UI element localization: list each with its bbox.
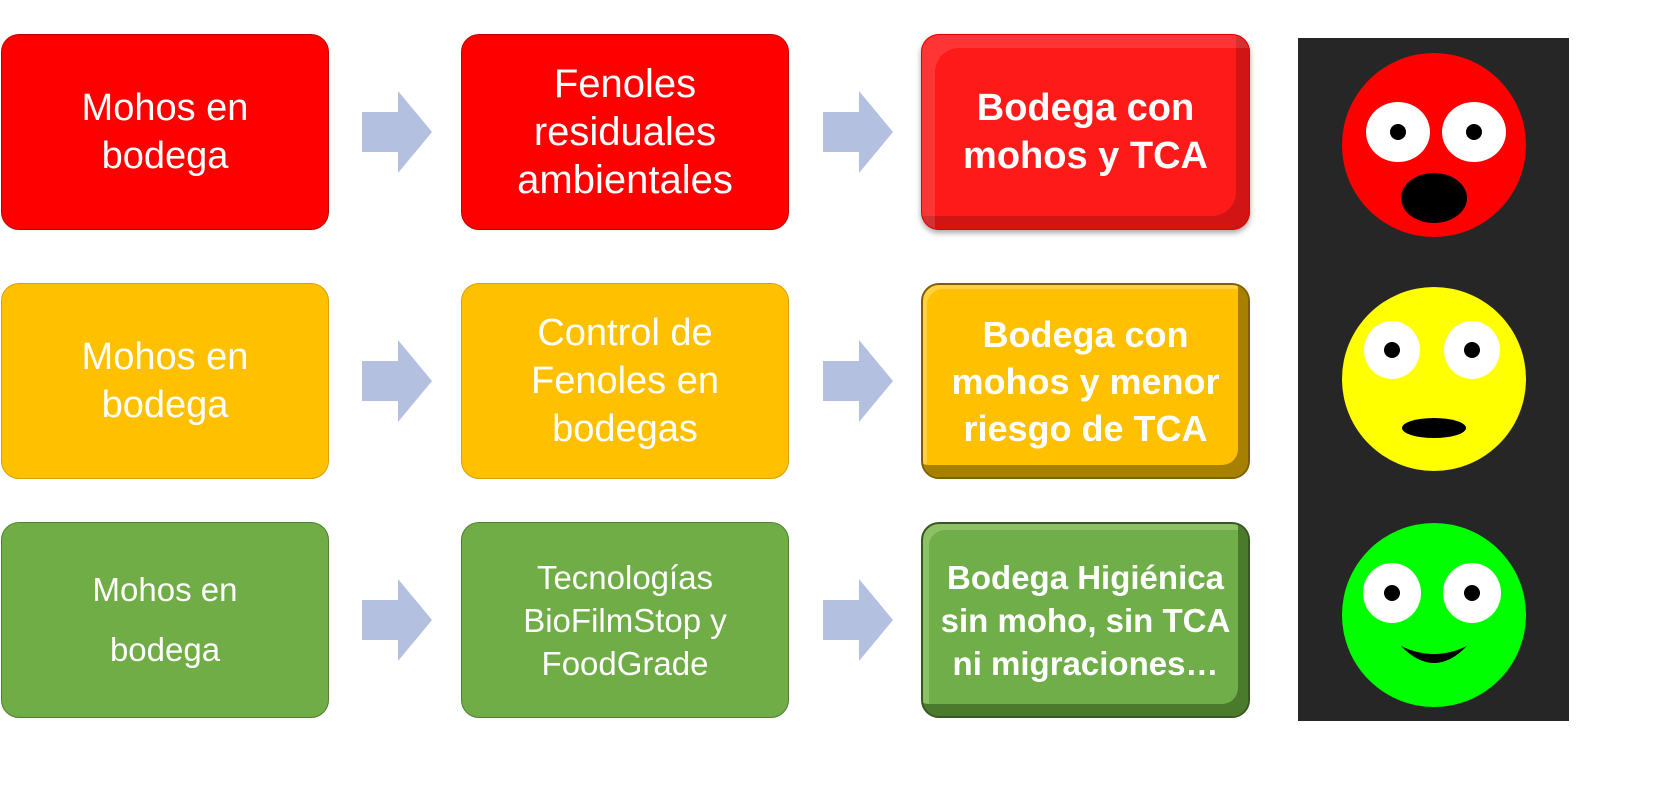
process-text: Tecnologías BioFilmStop y FoodGrade (523, 558, 727, 682)
outcome-box-yellow: Bodega con mohos y menor riesgo de TCA (921, 283, 1250, 479)
cause-box-yellow: Mohos en bodega (1, 283, 329, 479)
outcome-text: Bodega Higiénica sin moho, sin TCA ni mi… (940, 558, 1231, 682)
outcome-box-green: Bodega Higiénica sin moho, sin TCA ni mi… (921, 522, 1250, 718)
cause-box-red: Mohos en bodega (1, 34, 329, 230)
happy-face-icon (1341, 522, 1527, 708)
right-arrow-icon (362, 91, 432, 173)
neutral-face-icon (1341, 286, 1527, 472)
process-box-red: Fenoles residuales ambientales (461, 34, 789, 230)
right-arrow-icon (362, 340, 432, 422)
right-arrow-icon (823, 340, 893, 422)
process-box-green: Tecnologías BioFilmStop y FoodGrade (461, 522, 789, 718)
cause-text: Mohos en bodega (81, 87, 249, 177)
right-arrow-icon (823, 91, 893, 173)
process-box-yellow: Control de Fenoles en bodegas (461, 283, 789, 479)
cause-box-green: Mohos en bodega (1, 522, 329, 718)
outcome-box-red: Bodega con mohos y TCA (921, 34, 1250, 230)
outcome-text: Bodega con mohos y TCA (963, 87, 1208, 177)
outcome-text: Bodega con mohos y menor riesgo de TCA (951, 313, 1220, 449)
right-arrow-icon (823, 579, 893, 661)
process-text: Fenoles residuales ambientales (517, 62, 733, 202)
cause-text: Mohos en bodega (92, 571, 238, 668)
cause-text: Mohos en bodega (81, 336, 249, 426)
process-text: Control de Fenoles en bodegas (530, 312, 719, 450)
shocked-face-icon (1341, 52, 1527, 238)
right-arrow-icon (362, 579, 432, 661)
